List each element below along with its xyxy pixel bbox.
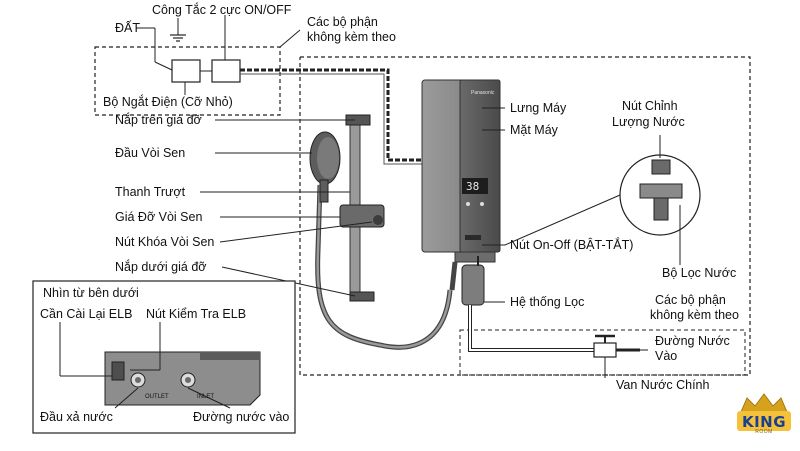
label-top-holder-cap: Nắp trên giá đỡ <box>115 113 202 127</box>
label-power-button: Nút On-Off (BẬT-TẮT) <box>510 238 634 252</box>
label-breaker: Bộ Ngắt Điện (Cỡ Nhỏ) <box>103 95 233 109</box>
label-slide-bar: Thanh Trượt <box>115 185 186 199</box>
label-inlet-line: Đường nước vào <box>193 410 290 424</box>
label-outlet-mark: OUTLET <box>145 394 169 400</box>
label-ground: ĐẤT <box>115 21 140 35</box>
label-flow-knob-1: Nút Chỉnh <box>622 99 678 113</box>
label-shower-head: Đầu Vòi Sen <box>115 146 186 160</box>
power-switch <box>465 235 481 240</box>
not-included-box-bottom <box>459 329 746 376</box>
logo-text: KING <box>741 413 787 431</box>
main-valve <box>593 342 617 358</box>
switch-block <box>211 59 241 83</box>
label-inset-title: Nhìn từ bên dưới <box>43 286 139 300</box>
bottom-holder-cap <box>349 291 375 302</box>
flow-knob <box>651 159 671 175</box>
filter-housing <box>461 264 485 306</box>
not-included-box-top <box>94 46 281 116</box>
label-not-included-bottom-2: không kèm theo <box>650 308 739 322</box>
label-elb-reset: Cần Cài Lại ELB <box>40 307 133 321</box>
label-not-included-top-1: Các bộ phận <box>307 15 378 29</box>
crown-icon <box>737 393 791 431</box>
label-not-included-top-2: không kèm theo <box>307 30 396 44</box>
power-cable <box>240 68 428 162</box>
elb-reset-lever <box>111 361 125 381</box>
heater-front-panel <box>459 79 501 253</box>
shower-lock-knob <box>373 215 383 225</box>
installation-boundary <box>299 56 751 376</box>
label-not-included-bottom-1: Các bộ phận <box>655 293 726 307</box>
label-inlet-mark: INLET <box>197 394 215 400</box>
kingroom-logo: KING ROOM <box>733 392 795 442</box>
label-outlet-end: Đầu xả nước <box>40 410 113 424</box>
label-flow-knob-2: Lượng Nước <box>612 115 685 129</box>
label-shower-holder: Giá Đỡ Vòi Sen <box>115 210 203 224</box>
label-switch: Công Tắc 2 cực ON/OFF <box>152 3 292 17</box>
inlet-pipe <box>468 305 605 352</box>
label-shower-lock: Nút Khóa Vòi Sen <box>115 235 215 249</box>
label-water-inlet-2: Vào <box>655 349 678 363</box>
label-main-valve: Van Nước Chính <box>616 378 710 392</box>
label-water-filter: Bộ Lọc Nước <box>662 266 737 280</box>
label-front-cover: Mặt Máy <box>510 123 558 137</box>
label-filter-system: Hệ thống Lọc <box>510 295 585 309</box>
label-bottom-holder-cap: Nắp dưới giá đỡ <box>115 260 207 274</box>
heater-brand: Panasonic <box>471 90 495 96</box>
label-water-inlet-1: Đường Nước <box>655 334 730 348</box>
label-elb-test: Nút Kiểm Tra ELB <box>146 307 247 321</box>
temperature-display <box>462 178 488 194</box>
shower-holder <box>339 204 385 228</box>
display-value: 38 <box>466 180 480 193</box>
breaker-block <box>171 59 201 83</box>
logo-subtext: ROOM <box>755 429 773 435</box>
label-back-cover: Lưng Máy <box>510 101 567 115</box>
